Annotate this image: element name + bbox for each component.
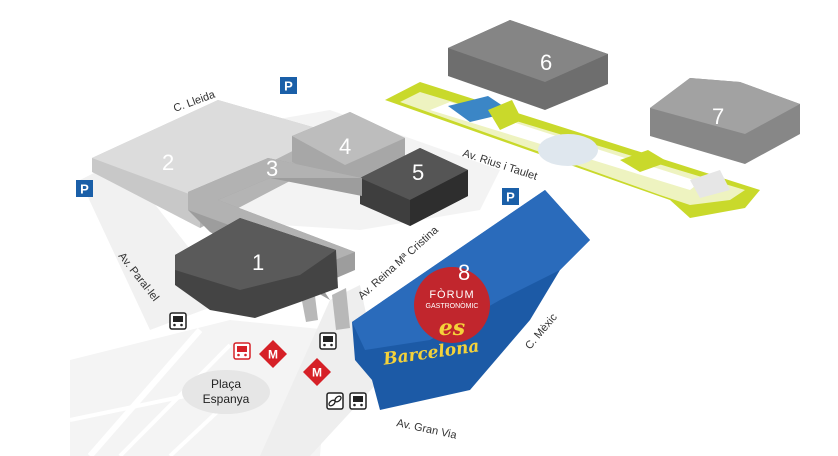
hall-number-7: 7 bbox=[712, 104, 724, 129]
hall-number-2: 2 bbox=[162, 150, 174, 175]
hall-number-5: 5 bbox=[412, 160, 424, 185]
logo-line-3: es bbox=[439, 315, 465, 341]
bus-icon[interactable] bbox=[169, 312, 187, 330]
hall-4[interactable] bbox=[292, 112, 405, 186]
svg-text:M: M bbox=[268, 348, 278, 362]
plaza-line-2: Espanya bbox=[203, 392, 250, 406]
placa-espanya: Plaça Espanya bbox=[182, 370, 270, 414]
park-area bbox=[385, 82, 760, 218]
hall-number-1: 1 bbox=[252, 250, 264, 275]
tram-icon[interactable] bbox=[326, 392, 344, 410]
hall-5[interactable] bbox=[360, 148, 468, 226]
hall-number-3: 3 bbox=[266, 156, 278, 181]
logo-line-1: FÒRUM bbox=[429, 288, 474, 301]
parking-icon[interactable]: P bbox=[502, 188, 519, 205]
svg-text:P: P bbox=[284, 79, 293, 94]
logo-line-2: GASTRONÒMIC bbox=[426, 301, 479, 310]
svg-text:P: P bbox=[80, 182, 89, 197]
hall-7[interactable] bbox=[650, 78, 800, 164]
svg-text:M: M bbox=[312, 366, 322, 380]
red-bus-icon[interactable] bbox=[233, 342, 251, 360]
metro-icon[interactable]: M bbox=[303, 358, 331, 386]
bus-icon[interactable] bbox=[319, 332, 337, 350]
parking-icon[interactable]: P bbox=[76, 180, 93, 197]
event-logo: FÒRUM GASTRONÒMIC es Barcelona bbox=[381, 267, 490, 370]
hall-number-6: 6 bbox=[540, 50, 552, 75]
street-gran-via: Av. Gran Via bbox=[395, 417, 458, 442]
metro-icon[interactable]: M bbox=[259, 340, 287, 368]
hall-number-8: 8 bbox=[458, 260, 470, 285]
parking-icon[interactable]: P bbox=[280, 77, 297, 94]
plaza-line-1: Plaça bbox=[211, 377, 241, 391]
hall-number-4: 4 bbox=[339, 134, 351, 159]
svg-text:P: P bbox=[506, 190, 515, 205]
hall-6[interactable] bbox=[448, 20, 608, 110]
hall-1[interactable] bbox=[175, 218, 338, 318]
bus-icon[interactable] bbox=[349, 392, 367, 410]
